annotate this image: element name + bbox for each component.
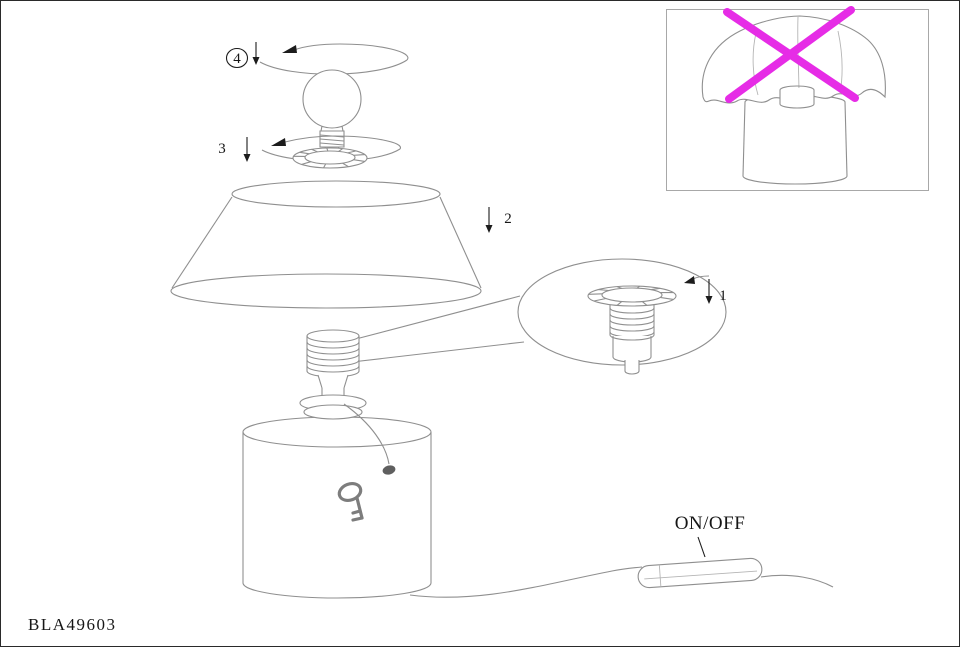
lampshade [170,180,482,309]
lamp-base-body [242,416,432,599]
step-2-down-arrow-icon [485,225,493,233]
step-2-label: 2 [504,211,512,227]
prohibition-cross-icon [723,6,859,103]
step-1-down-arrow-icon [705,296,713,304]
step-3-label: 3 [218,141,226,157]
on-off-label: ON/OFF [675,513,746,534]
base-internal-cord [343,403,396,475]
warning-inset [666,6,929,191]
cord-hole [382,465,396,475]
socket-detail [587,285,677,375]
switch-callout: ON/OFF [675,513,746,558]
step-4-marker: 4 [225,42,260,69]
step-1-label: 1 [719,288,727,304]
key-icon [337,481,364,522]
detail-callout: 1 [517,258,727,375]
step-4-circle [225,47,249,69]
callout-connector-lines [351,295,525,363]
step-3-down-arrow-icon [243,154,251,162]
product-code: BLA49603 [28,615,117,634]
step-4-label: 4 [233,51,241,67]
step-4-down-arrow-icon [252,57,260,65]
lamp-socket [299,329,367,420]
step-1-rotate-arrow-icon [684,276,695,284]
light-bulb [302,69,362,153]
shade-fixing-ring [292,147,368,169]
step-3-marker: 3 [218,137,251,162]
inline-switch [637,557,763,589]
power-cord [409,566,834,598]
step-2-marker: 2 [485,207,512,233]
covered-lamp-socket [779,85,815,109]
step-1-marker: 1 [684,275,727,304]
